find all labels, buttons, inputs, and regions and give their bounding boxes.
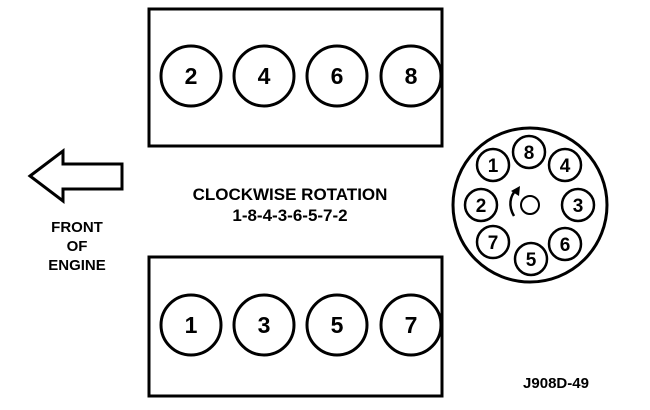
bottom-bank-cylinders: 1 3 5 7 bbox=[159, 293, 443, 357]
cylinder-number: 8 bbox=[405, 63, 418, 89]
terminal-circle bbox=[475, 147, 511, 183]
rotation-arrowhead-icon bbox=[511, 186, 520, 196]
cylinder-number: 3 bbox=[258, 312, 271, 338]
cylinder-circle bbox=[159, 293, 223, 357]
rotation-arrow-icon bbox=[509, 189, 517, 217]
terminal-number: 4 bbox=[560, 156, 571, 177]
cylinder-circle bbox=[305, 293, 369, 357]
terminal-number: 8 bbox=[524, 143, 535, 164]
terminal-number: 1 bbox=[488, 156, 499, 177]
cylinder-circle bbox=[232, 293, 296, 357]
top-bank-cylinders: 2 4 6 8 bbox=[159, 44, 443, 108]
front-arrow-icon bbox=[27, 147, 124, 205]
terminal-number: 3 bbox=[573, 196, 584, 217]
figure-code: J908D-49 bbox=[523, 375, 589, 392]
front-label-line: ENGINE bbox=[48, 257, 106, 274]
terminal-number: 2 bbox=[476, 196, 487, 217]
terminal-circle bbox=[475, 224, 511, 260]
cylinder-circle bbox=[305, 44, 369, 108]
cylinder-number: 7 bbox=[405, 312, 418, 338]
front-label-line: FRONT bbox=[51, 219, 103, 236]
cylinder-number: 5 bbox=[331, 312, 344, 338]
terminal-circle bbox=[547, 226, 583, 262]
distributor-terminals: 8 436 5 721 bbox=[463, 134, 596, 277]
firing-order: 1-8-4-3-6-5-7-2 bbox=[232, 206, 347, 225]
rotation-title: CLOCKWISE ROTATION bbox=[193, 185, 388, 204]
distributor-cap bbox=[451, 126, 609, 284]
terminal-number: 7 bbox=[488, 233, 499, 254]
terminal-circle bbox=[513, 241, 549, 277]
terminal-circle bbox=[560, 187, 596, 223]
cylinder-number: 4 bbox=[258, 63, 271, 89]
cylinder-number: 1 bbox=[185, 312, 198, 338]
cylinder-number: 6 bbox=[331, 63, 344, 89]
terminal-circle bbox=[547, 147, 583, 183]
cylinder-circle bbox=[232, 44, 296, 108]
distributor-shaft bbox=[520, 195, 540, 215]
cylinder-circle bbox=[379, 44, 443, 108]
terminal-circle bbox=[463, 187, 499, 223]
cylinder-circle bbox=[379, 293, 443, 357]
front-label-line: OF bbox=[67, 238, 88, 255]
cylinder-number: 2 bbox=[185, 63, 198, 89]
cylinder-circle bbox=[159, 44, 223, 108]
terminal-circle bbox=[511, 134, 547, 170]
terminal-number: 6 bbox=[560, 235, 571, 256]
terminal-number: 5 bbox=[526, 250, 537, 271]
